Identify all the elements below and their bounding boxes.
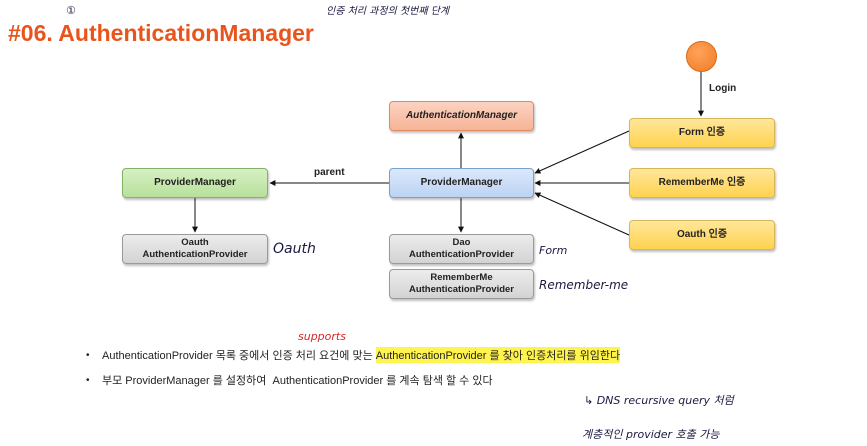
handwritten-index: ① [66,4,76,17]
parent-label: parent [314,167,345,178]
handwritten-supports: supports [298,330,346,343]
bullet-dot: • [86,374,90,386]
rememberme-provider-line1: RememberMe [430,272,493,283]
bullet-item-2: • 부모 ProviderManager 를 설정하여 Authenticati… [86,373,620,388]
bullet-list: • AuthenticationProvider 목록 중에서 인증 처리 요건… [86,347,621,398]
edge-oauth-to-main [534,192,630,236]
login-label: Login [709,83,737,94]
dao-provider-line1: Dao [452,237,471,248]
handwritten-top-note: 인증 처리 과정의 첫번째 단계 [326,6,450,17]
rememberme-auth-box: RememberMe 인증 [629,168,775,198]
login-start-circle [686,41,717,72]
bullet-dot: • [86,349,90,361]
handwritten-form: Form [539,244,568,257]
oauth-provider-line2: AuthenticationProvider [142,249,248,260]
bullet-item-1: • AuthenticationProvider 목록 중에서 인증 처리 요건… [86,347,621,363]
bullet-2-text: 부모 ProviderManager 를 설정하여 Authentication… [102,375,493,387]
oauth-auth-box: Oauth 인증 [629,220,775,250]
handwritten-hierarchy-note: 계층적인 provider 호출 가능 [582,428,720,441]
bullet-1-highlight: AuthenticationProvider 를 찾아 인증처리를 위임한다 [375,347,621,363]
handwritten-dns-note: ↳ DNS recursive query 처럼 [584,394,734,407]
authentication-manager-box: AuthenticationManager [389,101,534,131]
provider-manager-parent-box: ProviderManager [122,168,268,198]
handwritten-oauth: Oauth [273,241,316,257]
rememberme-provider-line2: AuthenticationProvider [408,284,515,295]
dao-provider-line2: AuthenticationProvider [408,249,515,260]
form-auth-box: Form 인증 [629,118,775,148]
edge-form-to-main [534,130,630,174]
handwritten-remember-me: Remember-me [539,278,629,292]
oauth-provider-line1: Oauth [181,237,209,248]
bullet-1-text: AuthenticationProvider 목록 중에서 인증 처리 요건에 … [102,350,376,362]
provider-manager-main-box: ProviderManager [389,168,534,198]
page-title: #06. AuthenticationManager [8,20,314,46]
